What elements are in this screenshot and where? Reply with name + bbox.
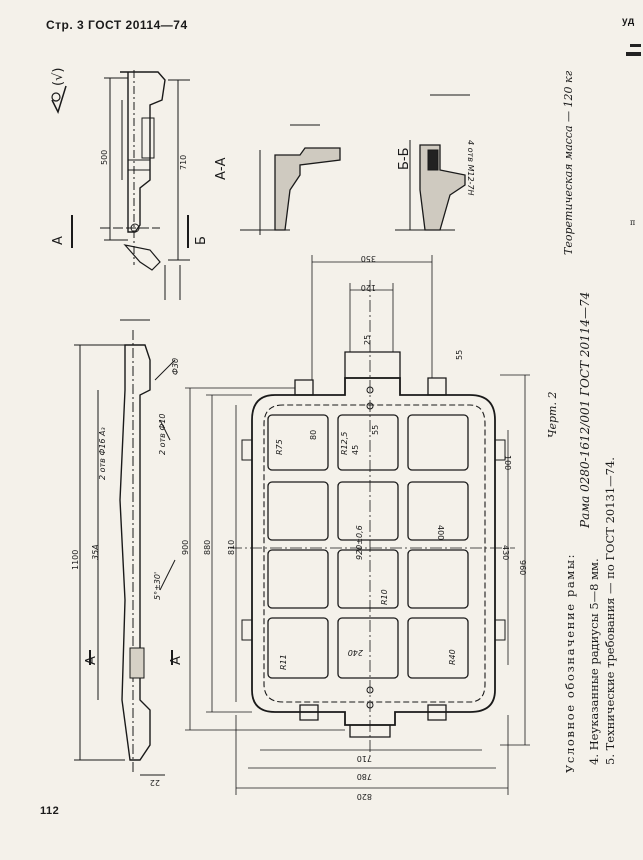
dim-55-top: 55 (455, 350, 464, 360)
roughness-label: (√) (51, 68, 66, 86)
dim-810: 810 (227, 540, 236, 555)
dim-880: 880 (203, 540, 212, 555)
label-a-right: А (169, 656, 184, 665)
frame-dimension-lines (185, 255, 530, 795)
edge-mark (630, 44, 641, 47)
top-profile-view (100, 70, 190, 300)
dim-r40: R40 (448, 649, 457, 665)
roughness-mark: (√) (51, 68, 66, 112)
dim-1100: 1100 (71, 550, 80, 570)
dim-r125: R12,5 (340, 432, 349, 455)
dim-4otv: 4 отв М12-7Н (466, 140, 475, 196)
label-5: А (51, 236, 66, 245)
dim-100: 100 (503, 455, 512, 470)
dim-2otv-2: 2 отв Ф10 (158, 413, 167, 455)
edge-text: уд (622, 16, 635, 27)
dim-920: 920±0,6 (355, 525, 364, 560)
dim-120: 120 (361, 283, 376, 292)
frame-plan-view (230, 280, 515, 760)
dim-350: 350 (361, 254, 376, 263)
dim-500: 500 (100, 150, 109, 165)
dim-960: 960 (518, 560, 527, 575)
page-number: 112 (40, 805, 60, 817)
page-header: Стр. 3 ГОСТ 20114—74 (46, 18, 188, 32)
dim-80: 80 (309, 430, 318, 440)
dim-5deg: 5°±30' (153, 572, 162, 600)
label-aa: А-А (214, 157, 229, 180)
dim-900: 900 (181, 540, 190, 555)
label-a-left: А (84, 656, 99, 665)
section-bb (395, 95, 470, 230)
dim-35a: 35А (91, 544, 100, 560)
dim-r75: R75 (275, 439, 284, 455)
dim-45: 45 (351, 445, 360, 455)
dim-710-bottom: 710 (357, 754, 372, 763)
dim-400: 400 (436, 525, 445, 540)
edge-mark-2 (626, 52, 641, 56)
dim-r10: R10 (380, 589, 389, 605)
dim-22: 22 (150, 778, 160, 787)
dim-820: 820 (357, 792, 372, 801)
section-aa (240, 125, 340, 235)
dim-r11: R11 (279, 654, 288, 670)
label-b-right: Б (194, 236, 209, 245)
left-elevation (74, 320, 175, 775)
dim-240: 240 (348, 648, 363, 657)
dim-55: 55 (371, 425, 380, 435)
label-bb: Б-Б (397, 147, 412, 170)
edge-mark-3: п (630, 218, 636, 227)
dim-780: 780 (357, 772, 372, 781)
dim-2otv: 2 отв Ф16 А₃ (98, 427, 107, 480)
dim-710-left: 710 (179, 155, 188, 170)
dim-f30: Ф30 (171, 358, 180, 375)
dim-25: 25 (363, 335, 372, 345)
dim-430: 430 (501, 545, 510, 560)
